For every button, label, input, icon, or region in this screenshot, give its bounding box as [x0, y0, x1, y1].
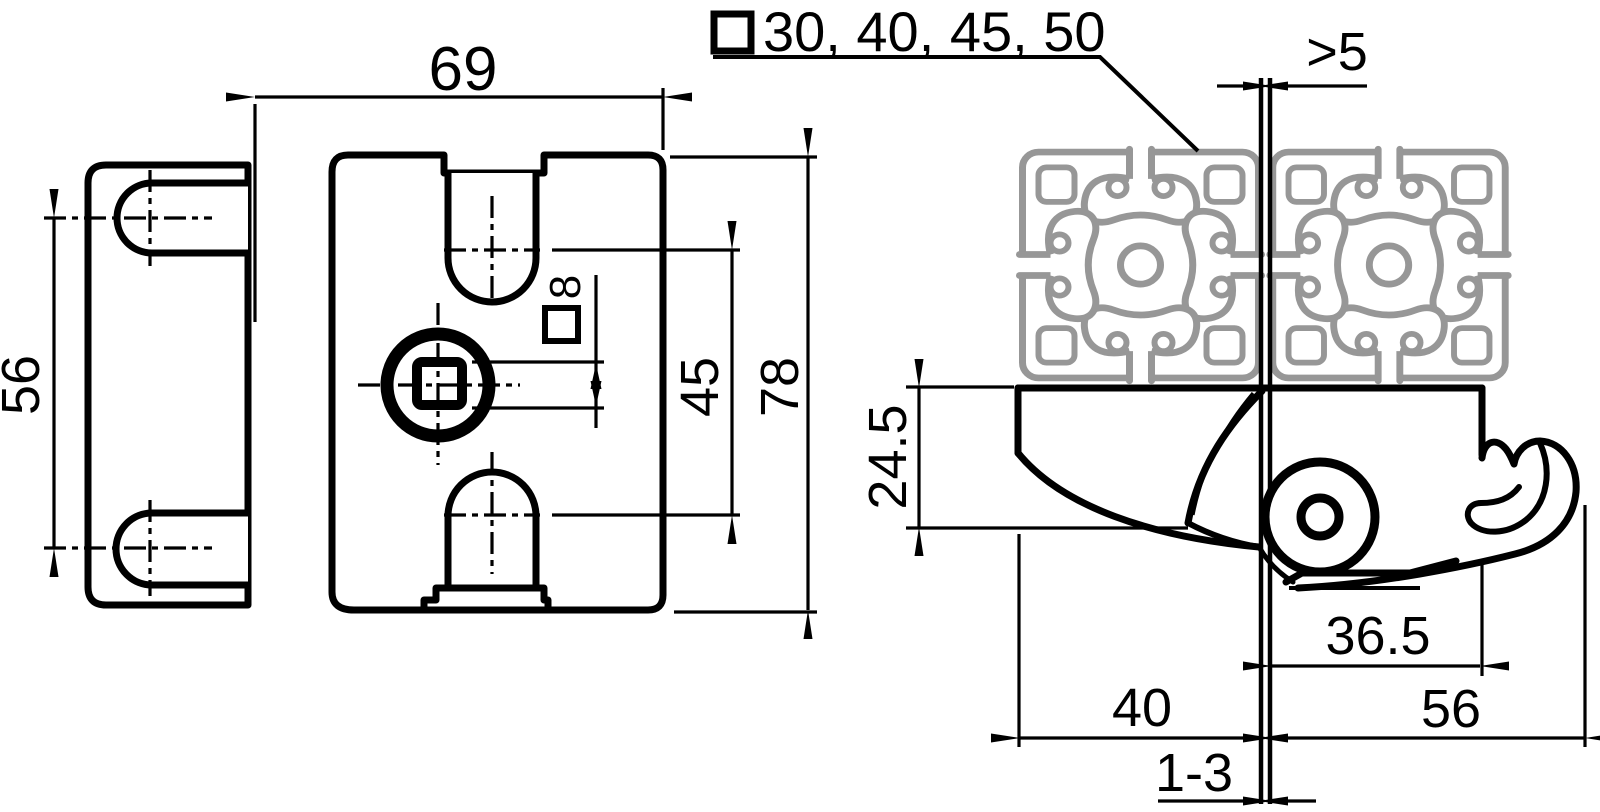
roller-axle [1296, 493, 1344, 541]
dim-45-label: 45 [670, 357, 730, 417]
profile-section: 30, 40, 45, 50 >5 [710, 0, 1510, 804]
leader-line [713, 55, 1200, 153]
dim-1-3-label: 1-3 [1155, 743, 1233, 803]
extrusion-profile-right [1268, 148, 1509, 382]
clamp-back-plate [84, 161, 252, 609]
extrusion-profile-left [1018, 148, 1263, 382]
dim-40-label: 40 [1112, 678, 1172, 738]
square-symbol [710, 10, 755, 55]
square-symbol [542, 305, 581, 344]
pocket-bottom-pedestal [420, 584, 552, 614]
side-view: 24.5 36.5 40 56 1-3 [858, 359, 1600, 806]
dim-78-label: 78 [750, 357, 810, 417]
clamp-body [328, 151, 667, 614]
claw-outline [1294, 437, 1580, 592]
jaw-fin-bottom [1185, 520, 1262, 550]
front-view: 69 56 45 78 8 [0, 35, 817, 639]
claw-inner [1464, 440, 1550, 535]
profile-sizes-note: 30, 40, 45, 50 [763, 0, 1106, 63]
dim-56-side-label: 56 [1421, 679, 1481, 739]
arrowhead [590, 381, 602, 406]
dim-8-label: 8 [541, 275, 590, 299]
dim-69-label: 69 [429, 35, 498, 104]
dim-gap-label: >5 [1306, 22, 1368, 82]
dim-36-5-label: 36.5 [1325, 606, 1430, 666]
roller-base [1282, 557, 1460, 586]
dim-56-label: 56 [0, 355, 51, 415]
pocket-bottom [444, 468, 540, 588]
jaw-fin-inner [1191, 391, 1255, 516]
jaw-curve [1014, 449, 1263, 551]
dim-24-5-label: 24.5 [858, 404, 918, 509]
